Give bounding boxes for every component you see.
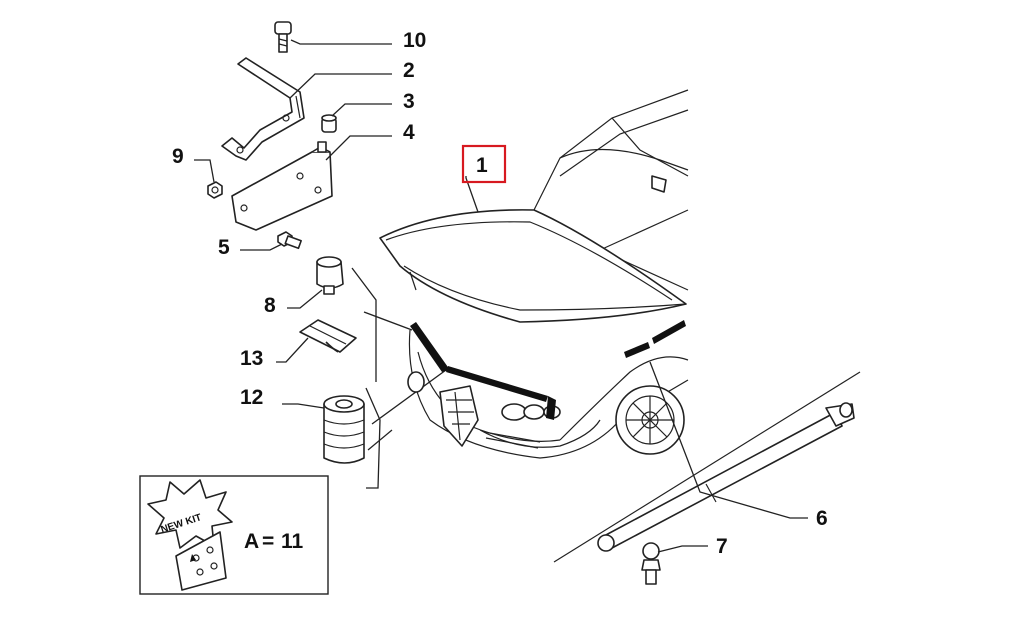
kit-bracket-icon [175, 531, 227, 591]
part-5-screw [240, 231, 302, 251]
callout-2: 2 [403, 59, 415, 82]
callout-1-highlight[interactable] [461, 144, 507, 184]
part-2-hinge-bracket [221, 57, 392, 161]
callout-7: 7 [716, 535, 728, 558]
kit-equation-letter: A [244, 530, 259, 553]
part-13-pad [276, 319, 357, 363]
callout-12: 12 [240, 386, 263, 409]
leader-1 [465, 176, 479, 213]
part-10-bolt [274, 21, 392, 53]
callout-3: 3 [403, 90, 415, 113]
part-3-grommet [321, 103, 392, 133]
grouping-lines [351, 267, 447, 489]
kit-equation-value: 11 [281, 530, 304, 553]
callout-8: 8 [264, 294, 276, 317]
part-8-rubber-buffer [287, 256, 344, 309]
kit-equation-sign: = [262, 530, 274, 553]
callout-6: 6 [816, 507, 828, 530]
part-7-ball-stud [641, 542, 708, 585]
callout-9: 9 [172, 145, 184, 168]
part-4-support-bracket [231, 135, 392, 231]
hood-seal-strips [410, 320, 686, 420]
callout-4: 4 [403, 121, 415, 144]
part-9-nut [194, 159, 223, 199]
part-1-hood [379, 209, 687, 323]
new-kit-starburst-icon [147, 479, 233, 549]
part-12-bellows [282, 395, 365, 464]
part-6-gas-strut [553, 361, 861, 563]
callout-1[interactable]: 1 [476, 154, 488, 177]
callout-5: 5 [218, 236, 230, 259]
callout-13: 13 [240, 347, 263, 370]
new-kit-box: NEW KIT A = 11 [139, 475, 329, 595]
callout-10: 10 [403, 29, 426, 52]
